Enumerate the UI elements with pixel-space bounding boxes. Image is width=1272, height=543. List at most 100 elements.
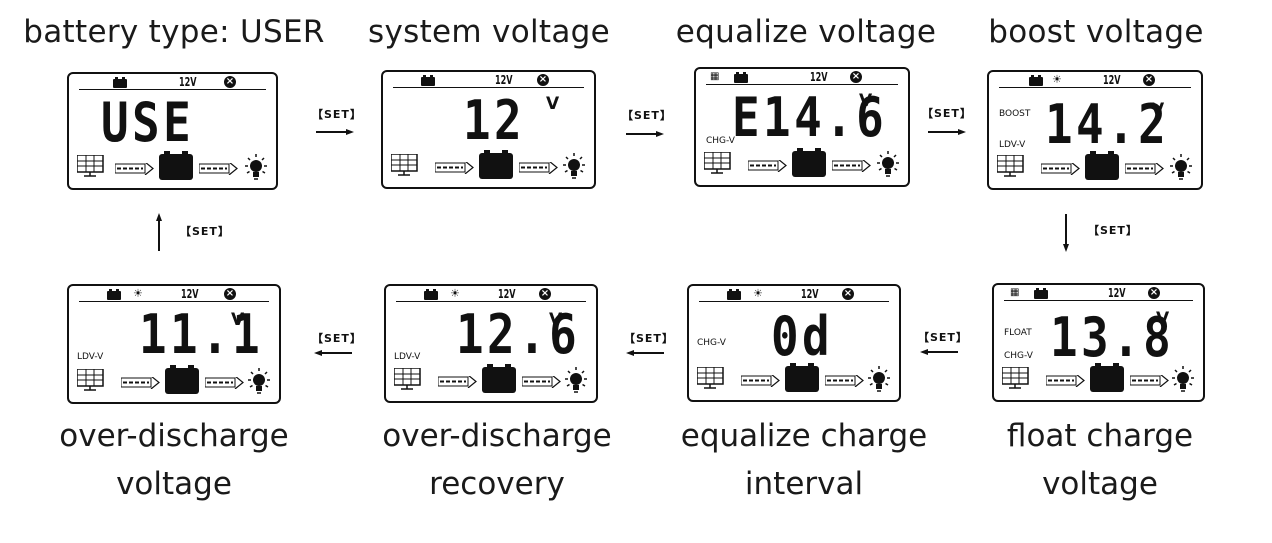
arrow-down-icon: [1063, 214, 1069, 252]
unit-label: V: [1151, 100, 1165, 120]
set-label: 【SET】: [622, 109, 672, 122]
ldv-v-label: LDV-V: [394, 352, 421, 362]
status-voltage: 12V: [181, 287, 199, 301]
lcd-value: E14.6: [732, 86, 888, 149]
title-system-voltage: system voltage: [368, 14, 610, 50]
unit-label: V: [1156, 309, 1170, 329]
arrow-icon: [438, 376, 477, 388]
divider: [393, 87, 584, 88]
bulb-icon: [562, 153, 586, 179]
battery-icon: [727, 289, 741, 300]
flow-row: [1000, 363, 1197, 394]
sun-icon: ☀: [450, 287, 460, 300]
arrow-icon: [741, 375, 780, 387]
arrow-icon: [205, 377, 244, 389]
battery-icon: [113, 77, 127, 88]
flow-row: [702, 148, 902, 179]
solar-panel-icon: [391, 154, 418, 176]
arrow-icon: [435, 162, 474, 174]
solar-panel-icon: ▦: [1010, 287, 1020, 298]
battery-icon: [482, 364, 516, 393]
fault-icon: ×: [842, 288, 854, 300]
lcd-panel-battery-type: 12V × USE: [67, 72, 278, 190]
unit-label: V: [546, 94, 560, 114]
divider: [79, 301, 269, 302]
status-voltage: 12V: [498, 287, 516, 301]
caption-over-discharge-voltage: over-discharge voltage: [59, 412, 288, 508]
divider: [999, 87, 1191, 88]
bulb-icon: [564, 367, 588, 393]
status-voltage: 12V: [495, 73, 513, 87]
battery-icon: [165, 365, 199, 394]
status-voltage: 12V: [179, 75, 197, 89]
sun-icon: ☀: [1052, 73, 1062, 86]
bulb-icon: [247, 368, 271, 394]
lcd-value: 12: [463, 89, 526, 152]
caption-line: recovery: [429, 466, 565, 502]
solar-panel-icon: [704, 152, 731, 174]
ldv-v-label: LDV-V: [999, 140, 1026, 150]
arrow-right-icon: [928, 129, 966, 135]
bulb-icon: [876, 151, 900, 177]
fault-icon: ×: [224, 288, 236, 300]
lcd-value: 13.8: [1050, 306, 1175, 369]
flow-row: [75, 365, 273, 396]
fault-icon: ×: [537, 74, 549, 86]
caption-line: over-discharge: [382, 418, 612, 454]
caption-line: float charge: [1006, 418, 1194, 454]
arrow-icon: [1046, 375, 1085, 387]
solar-panel-icon: [394, 368, 421, 390]
battery-icon: [734, 72, 748, 83]
boost-label: BOOST: [999, 109, 1031, 119]
arrow-icon: [832, 160, 871, 172]
solar-panel-icon: [77, 369, 104, 391]
divider: [699, 301, 889, 302]
battery-icon: [1090, 363, 1124, 392]
lcd-panel-boost-voltage: ☀ 12V × BOOST LDV-V 14.2 V: [987, 70, 1203, 190]
lcd-panel-over-discharge-voltage: ☀ 12V × LDV-V 11.1 V: [67, 284, 281, 404]
lcd-panel-over-discharge-recovery: ☀ 12V × LDV-V 12.6 V: [384, 284, 598, 403]
battery-icon: [107, 289, 121, 300]
flow-row: [695, 363, 893, 394]
chg-v-label: CHG-V: [697, 338, 726, 348]
arrow-icon: [121, 377, 160, 389]
arrow-left-icon: [314, 350, 352, 356]
battery-icon: [1029, 75, 1043, 86]
caption-float-charge-voltage: float charge voltage: [1007, 412, 1193, 508]
set-label: 【SET】: [624, 332, 674, 345]
bulb-icon: [1169, 154, 1193, 180]
unit-label: V: [549, 310, 563, 330]
arrow-up-icon: [156, 213, 162, 251]
title-equalize-voltage: equalize voltage: [675, 14, 937, 50]
solar-panel-icon: [77, 155, 104, 177]
set-label: 【SET】: [312, 332, 362, 345]
sun-icon: ☀: [753, 287, 763, 300]
solar-panel-icon: [1002, 367, 1029, 389]
arrow-right-icon: [316, 129, 354, 135]
lcd-panel-system-voltage: 12V × 12 V: [381, 70, 596, 189]
battery-icon: [792, 148, 826, 177]
lcd-value: 0d: [771, 305, 834, 368]
sun-icon: ☀: [133, 287, 143, 300]
set-label: 【SET】: [180, 225, 230, 238]
float-label: FLOAT: [1004, 328, 1032, 338]
caption-line: voltage: [116, 466, 232, 502]
lcd-value: 14.2: [1045, 93, 1170, 156]
fault-icon: ×: [539, 288, 551, 300]
caption-line: voltage: [1042, 466, 1158, 502]
battery-icon: [1034, 288, 1048, 299]
bulb-icon: [1171, 366, 1195, 392]
caption-line: interval: [744, 466, 864, 502]
caption-over-discharge-recovery: over-discharge recovery: [382, 412, 611, 508]
fault-icon: ×: [1148, 287, 1160, 299]
set-label: 【SET】: [918, 331, 968, 344]
battery-icon: [424, 289, 438, 300]
lcd-panel-equalize-interval: ☀ 12V × CHG-V 0d: [687, 284, 901, 402]
arrow-left-icon: [626, 350, 664, 356]
bulb-icon: [244, 154, 268, 180]
status-voltage: 12V: [801, 287, 819, 301]
set-label: 【SET】: [922, 107, 972, 120]
battery-icon: [421, 75, 435, 86]
unit-label: V: [231, 310, 245, 330]
title-boost-voltage: boost voltage: [988, 14, 1204, 50]
